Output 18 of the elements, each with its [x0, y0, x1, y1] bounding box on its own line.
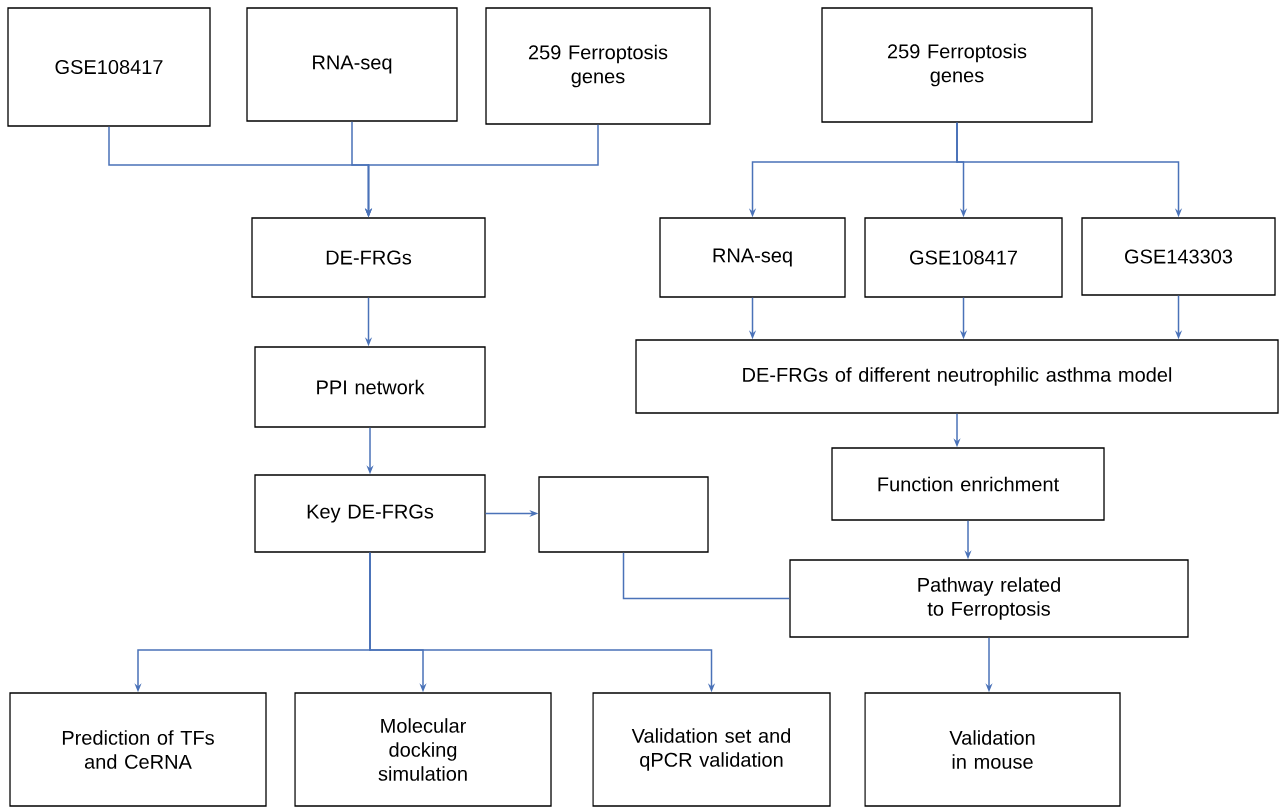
process-box: Pathway related to Ferroptosis [789, 559, 1189, 638]
process-box: GSE108417 [864, 217, 1063, 298]
process-box: DE-FRGs [251, 217, 486, 298]
process-box: GSE143303 [1081, 217, 1276, 296]
process-box: Key DE-FRGs [254, 474, 486, 553]
process-box: Prediction of TFs and CeRNA [9, 692, 267, 807]
process-box: Validation in mouse [864, 692, 1121, 807]
process-box: RNA-seq [246, 7, 458, 122]
process-box: 259 Ferroptosis genes [821, 7, 1093, 123]
process-box: RNA-seq [659, 217, 846, 298]
process-box [538, 476, 709, 553]
process-box: DE-FRGs of different neutrophilic asthma model [635, 339, 1279, 414]
process-box: PPI network [254, 346, 486, 428]
process-box: Function enrichment [831, 447, 1105, 521]
process-box: GSE108417 [7, 7, 211, 127]
process-box: 259 Ferroptosis genes [485, 7, 711, 125]
process-box: Molecular docking simulation [294, 692, 552, 807]
process-box: Validation set and qPCR validation [592, 692, 831, 807]
